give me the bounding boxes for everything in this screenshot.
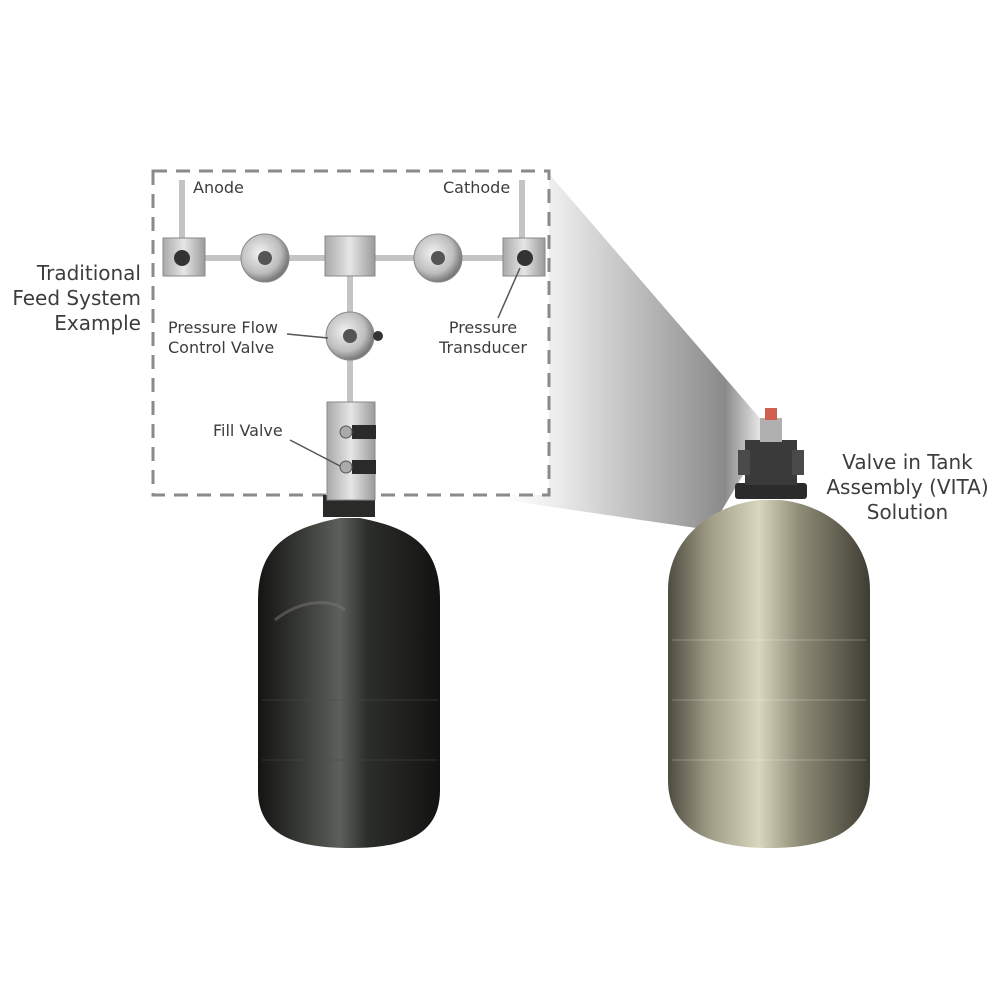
manifold-block bbox=[324, 235, 376, 277]
pressure-flow-control-valve bbox=[325, 311, 383, 361]
pressure-transducer-label-line-1: Pressure bbox=[448, 318, 518, 337]
cathode-label: Cathode bbox=[443, 178, 511, 197]
traditional-tank bbox=[258, 495, 440, 848]
pressure-flow-label: Pressure Flow Control Valve bbox=[168, 318, 278, 358]
pressure-flow-label-line-2: Control Valve bbox=[168, 338, 275, 357]
pressure-transducer-label: Pressure Transducer bbox=[428, 318, 538, 358]
vita-tank bbox=[668, 408, 870, 848]
upper-left-valve bbox=[240, 233, 290, 283]
upper-right-valve bbox=[413, 233, 463, 283]
pressure-flow-label-line-1: Pressure Flow bbox=[168, 318, 278, 337]
fill-valve bbox=[326, 401, 376, 501]
vita-label-line-3: Solution bbox=[866, 500, 949, 524]
vita-label-line-2: Assembly (VITA) bbox=[826, 475, 989, 499]
traditional-label-line-2: Feed System bbox=[12, 286, 141, 310]
traditional-label-line-1: Traditional bbox=[36, 261, 141, 285]
traditional-label: Traditional Feed System Example bbox=[10, 261, 141, 336]
leader-fill-valve bbox=[289, 439, 341, 467]
anode-label: Anode bbox=[193, 178, 244, 197]
pressure-transducer-label-line-2: Transducer bbox=[439, 338, 527, 357]
vita-label: Valve in Tank Assembly (VITA) Solution bbox=[820, 450, 995, 525]
traditional-label-line-3: Example bbox=[54, 311, 141, 335]
vita-label-line-1: Valve in Tank bbox=[842, 450, 973, 474]
leader-pressure-flow bbox=[286, 333, 329, 339]
fill-valve-label: Fill Valve bbox=[213, 421, 283, 440]
leader-transducer bbox=[497, 267, 521, 319]
